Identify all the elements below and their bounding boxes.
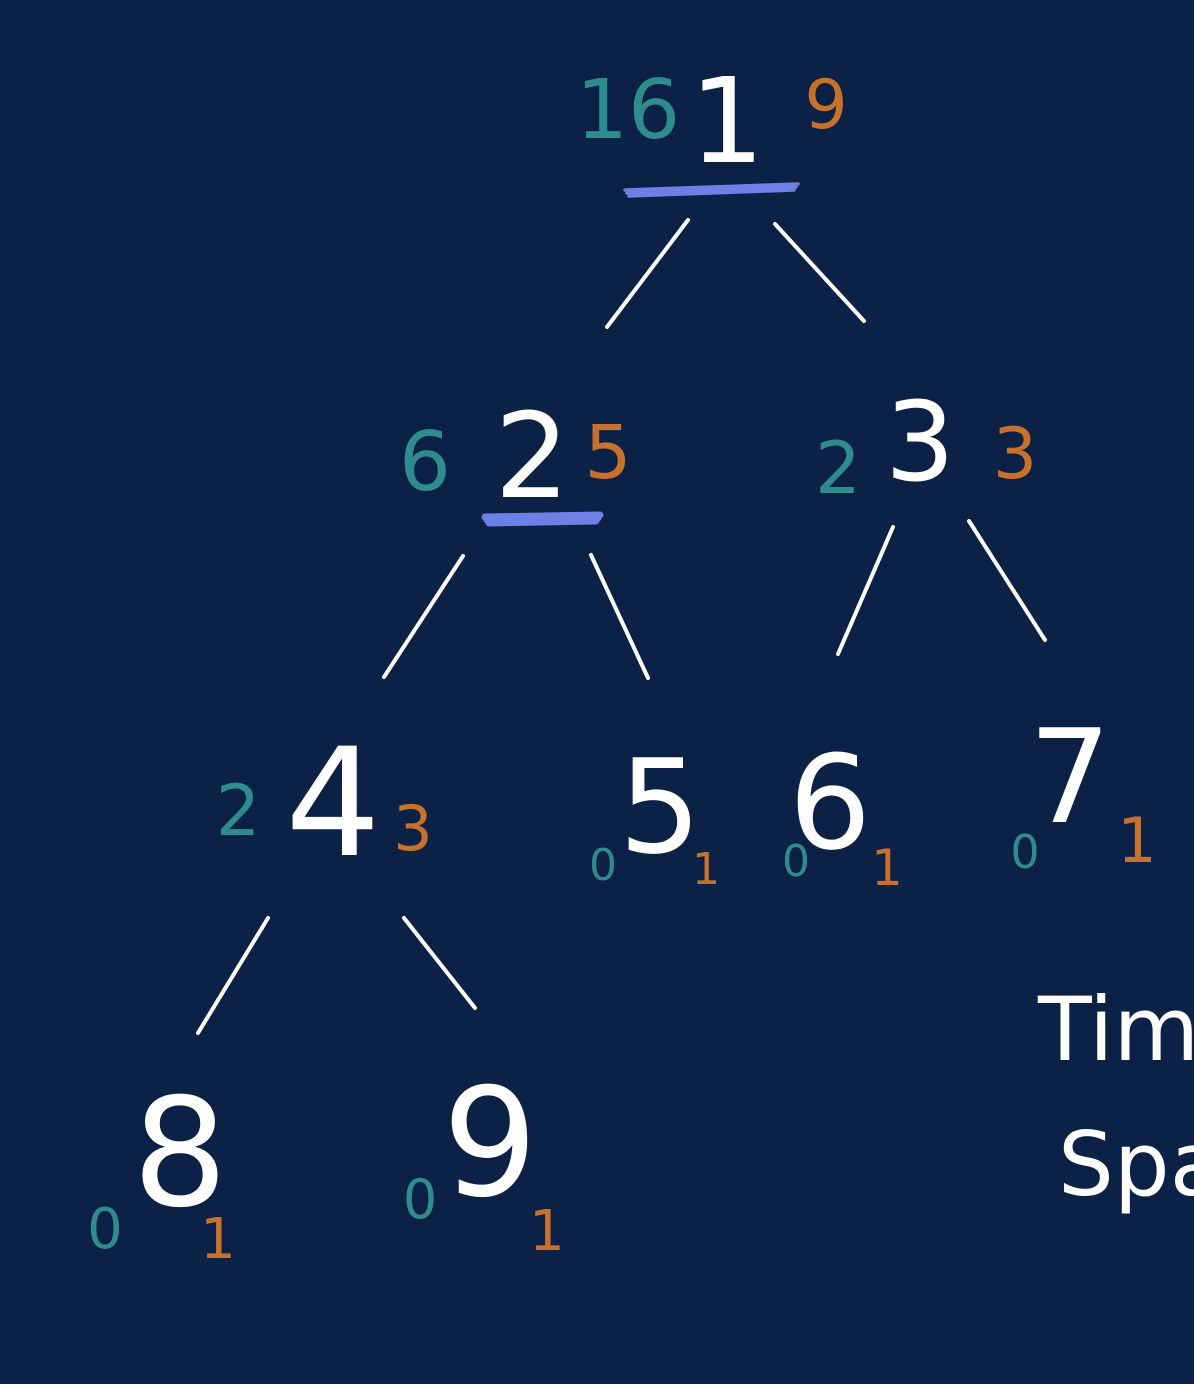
right-subtree-count: 1 (529, 1199, 565, 1264)
node-value: 7 (1029, 701, 1112, 853)
right-subtree-count: 1 (871, 839, 903, 897)
edges-layer (196, 218, 1047, 1035)
highlights-layer (481, 182, 800, 527)
tree-edge-n2-n4 (382, 554, 465, 679)
node-value: 8 (132, 1067, 227, 1241)
node-value: 5 (619, 731, 702, 883)
highlight-mark (623, 182, 800, 192)
node-value: 6 (789, 727, 872, 879)
left-subtree-count: 0 (1010, 825, 1039, 879)
node-value: 2 (494, 387, 569, 525)
right-subtree-count: 3 (393, 792, 432, 865)
left-subtree-count: 0 (782, 836, 810, 887)
notes-layer: Tim Spa (1037, 978, 1194, 1216)
highlight-mark (627, 188, 796, 198)
node-value: 3 (885, 378, 955, 506)
tree-edge-n1-n2 (605, 218, 690, 329)
left-subtree-count: 2 (216, 770, 261, 852)
highlight-mark (485, 517, 600, 527)
node-value: 1 (689, 52, 764, 190)
node-value: 9 (442, 1057, 537, 1231)
tree-edge-n4-n8 (196, 916, 270, 1035)
tree-edge-n3-n7 (967, 519, 1047, 642)
right-subtree-count: 1 (200, 1207, 236, 1272)
left-subtree-count: 0 (589, 840, 617, 891)
tree-edge-n4-n9 (402, 916, 477, 1010)
left-subtree-count: 6 (399, 415, 451, 510)
node-value: 4 (285, 717, 380, 891)
tree-edge-n2-n5 (589, 553, 650, 680)
right-subtree-count: 5 (584, 410, 631, 496)
time-complexity-note: Tim (1037, 978, 1194, 1081)
left-subtree-count: 0 (87, 1197, 123, 1262)
tree-edge-n3-n6 (836, 525, 895, 656)
right-subtree-count: 1 (692, 844, 720, 895)
right-subtree-count: 1 (1117, 804, 1156, 877)
left-subtree-count: 16 (576, 63, 680, 158)
right-subtree-count: 3 (993, 413, 1038, 495)
right-subtree-count: 9 (804, 66, 847, 145)
space-complexity-note: Spa (1058, 1113, 1194, 1216)
left-subtree-count: 2 (815, 426, 861, 510)
highlight-mark (625, 185, 798, 195)
tree-edge-n1-n3 (773, 222, 866, 323)
left-subtree-count: 0 (403, 1168, 437, 1231)
